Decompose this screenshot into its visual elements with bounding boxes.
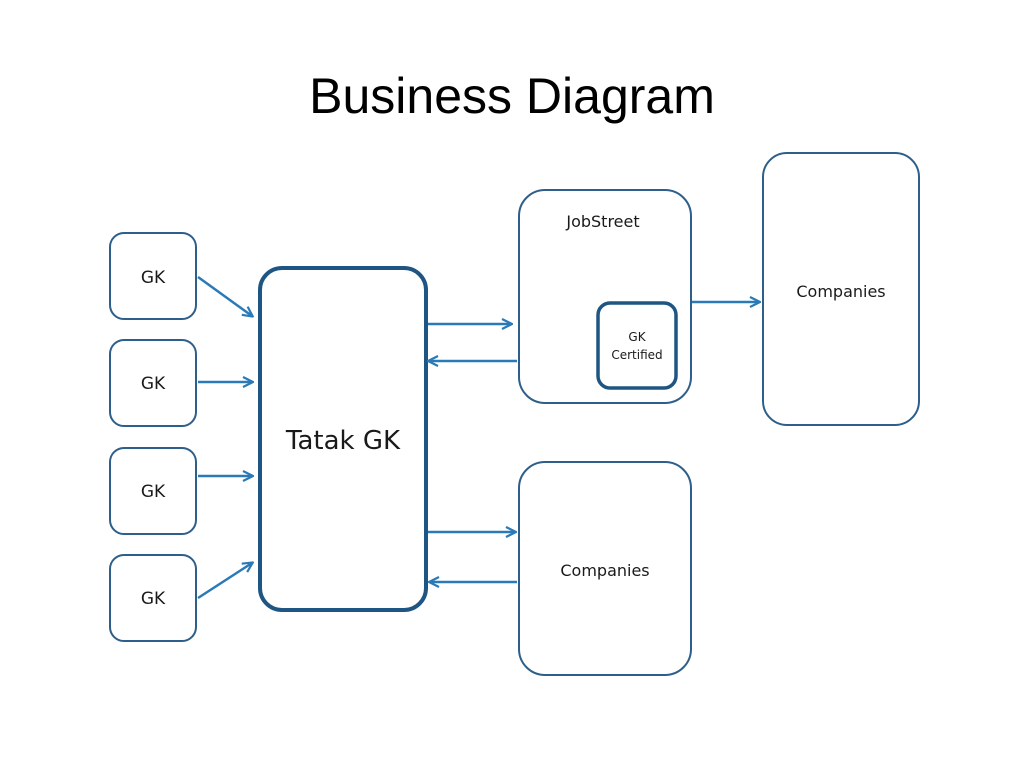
companies-box-top: Companies xyxy=(762,152,920,426)
gk-box-4: GK xyxy=(109,554,197,642)
jobstreet-box: JobStreet GK Certified xyxy=(518,189,692,404)
gk-box-2: GK xyxy=(109,339,197,427)
gk-certified-line1: GK xyxy=(628,330,646,344)
gk-certified-line2: Certified xyxy=(611,348,662,362)
gk-box-label: GK xyxy=(141,482,166,502)
tatak-gk-box: Tatak GK xyxy=(258,266,428,612)
arrow-gk4-to-tatak xyxy=(197,563,252,600)
tatak-gk-label: Tatak GK xyxy=(285,426,401,456)
gk-box-label: GK xyxy=(141,268,166,288)
arrow-gk1-to-tatak xyxy=(197,275,252,316)
page-title: Business Diagram xyxy=(309,68,715,124)
gk-box-label: GK xyxy=(141,374,166,394)
gk-box-1: GK xyxy=(109,232,197,320)
companies-label: Companies xyxy=(796,282,885,301)
gk-certified-box: GK Certified xyxy=(596,301,678,390)
companies-label: Companies xyxy=(560,561,649,580)
jobstreet-label: JobStreet xyxy=(565,212,639,231)
companies-box-bottom: Companies xyxy=(518,461,692,676)
gk-box-label: GK xyxy=(141,589,166,609)
gk-box-3: GK xyxy=(109,447,197,535)
